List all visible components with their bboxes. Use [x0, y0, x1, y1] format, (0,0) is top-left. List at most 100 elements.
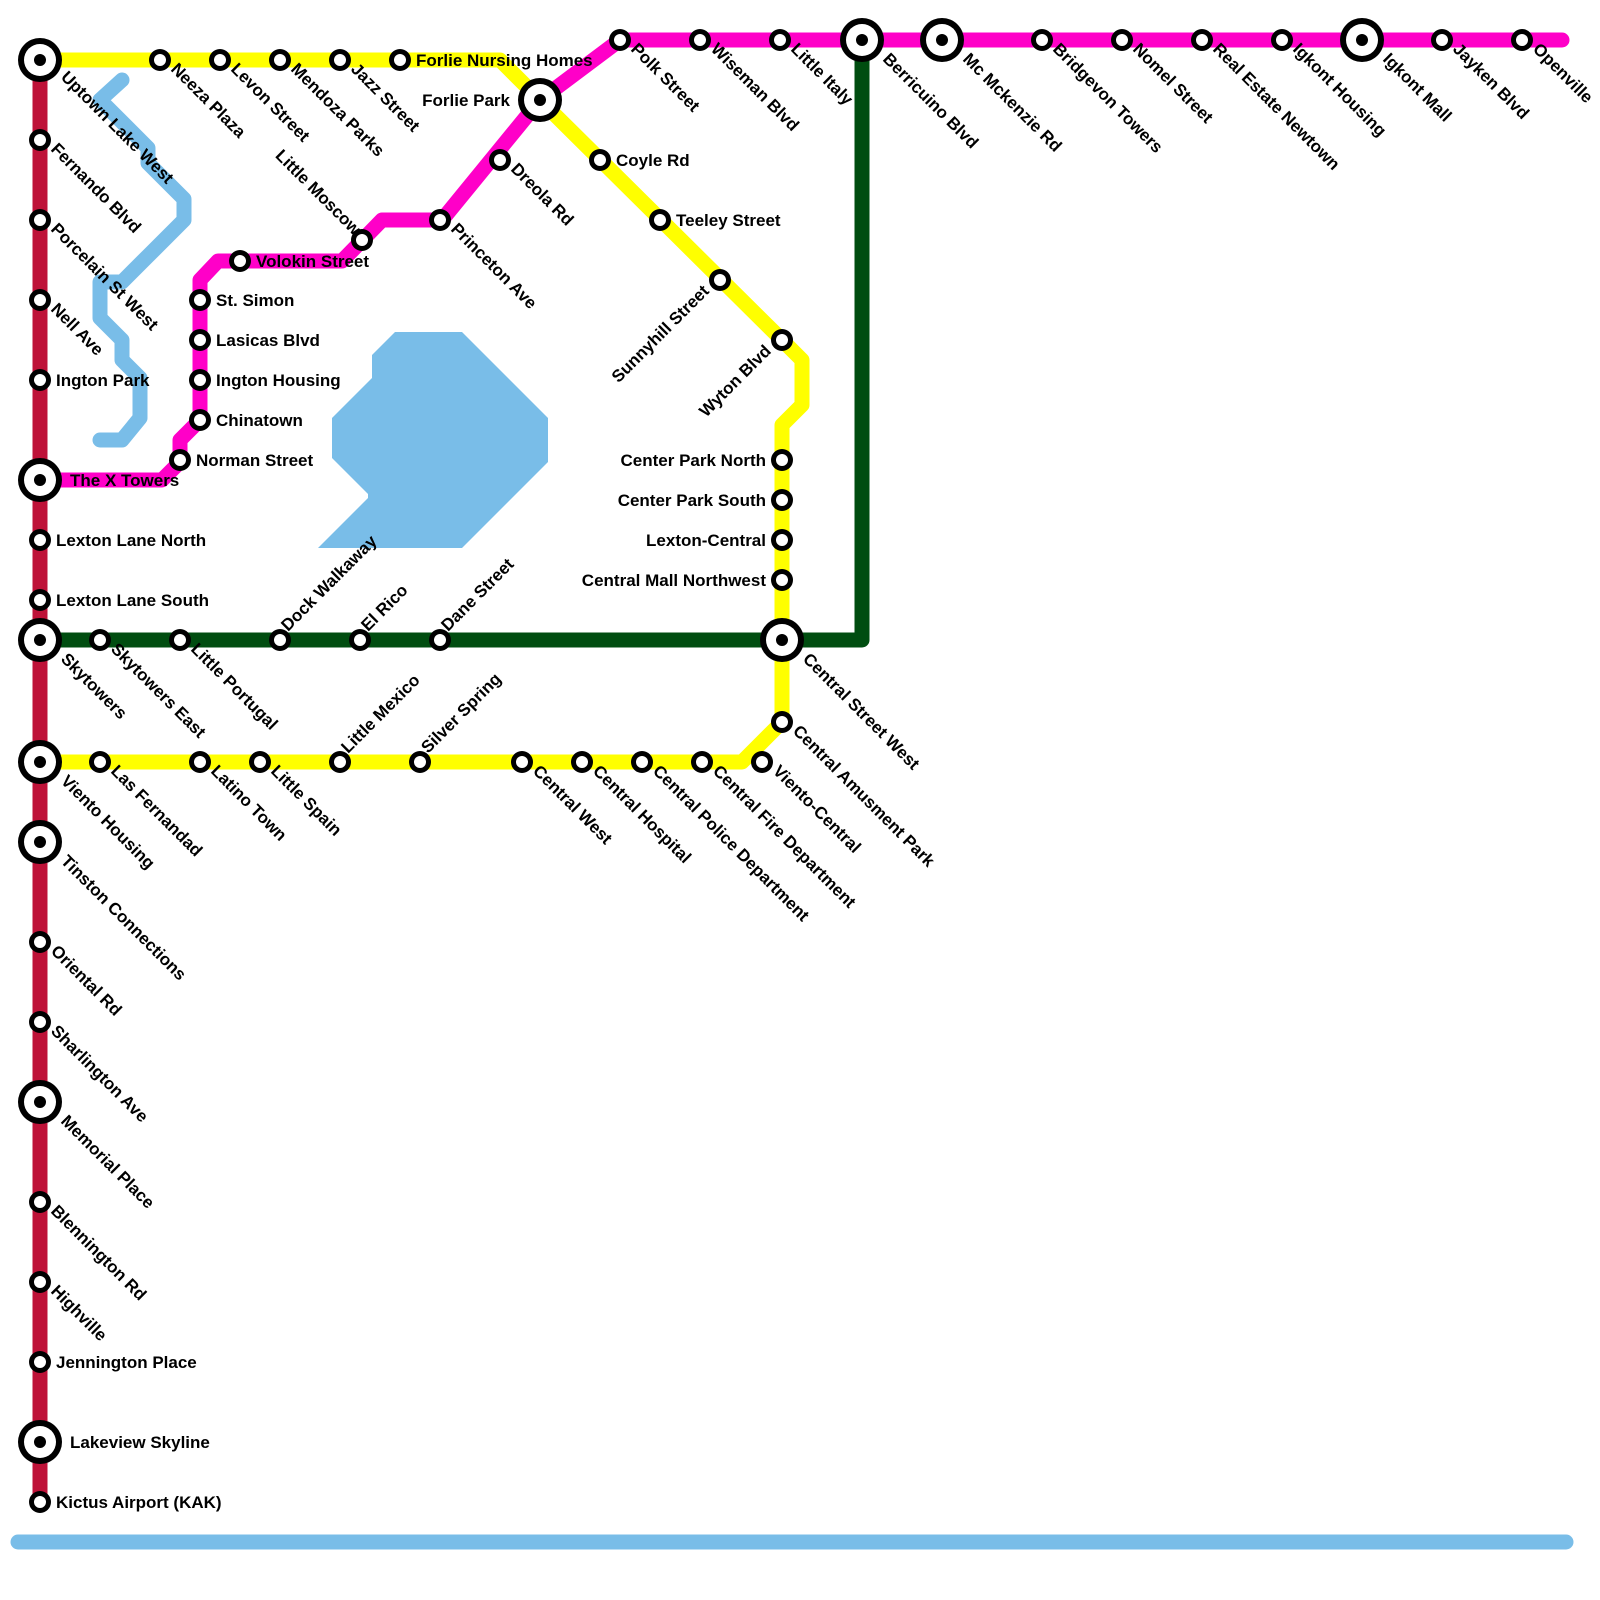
- station-ington-housing[interactable]: [189, 369, 211, 391]
- station-little-moscow[interactable]: [351, 229, 373, 251]
- station-forlie-park[interactable]: [518, 78, 562, 122]
- station-dock-walkaway[interactable]: [269, 629, 291, 651]
- station-volokin-street[interactable]: [229, 250, 251, 272]
- station-center-park-north[interactable]: [771, 449, 793, 471]
- station-little-mexico[interactable]: [329, 751, 351, 773]
- station-coyle-rd[interactable]: [589, 149, 611, 171]
- station-label: Wyton Blvd: [695, 341, 774, 420]
- station-marker-inner: [34, 1196, 46, 1208]
- station-label: Polk Street: [627, 39, 703, 115]
- station-lakeview-skyline[interactable]: [18, 1420, 62, 1464]
- station-central-amusment-park[interactable]: [771, 711, 793, 733]
- station-jazz-street[interactable]: [329, 49, 351, 71]
- station-igkont-housing[interactable]: [1271, 29, 1293, 51]
- station-dane-street[interactable]: [429, 629, 451, 651]
- station-central-street-west[interactable]: [760, 618, 804, 662]
- station-central-fire-department[interactable]: [691, 751, 713, 773]
- station-marker-inner: [1436, 34, 1448, 46]
- station-fernando-blvd[interactable]: [29, 129, 51, 151]
- station-latino-town[interactable]: [189, 751, 211, 773]
- river: [92, 72, 192, 448]
- station-lexton-lane-south[interactable]: [29, 589, 51, 611]
- station-label: Coyle Rd: [616, 151, 690, 170]
- station-wiseman-blvd[interactable]: [689, 29, 711, 51]
- station-real-estate-newtown[interactable]: [1191, 29, 1213, 51]
- station-label: Lasicas Blvd: [216, 331, 320, 350]
- station-mc-mckenzie-rd[interactable]: [920, 18, 964, 62]
- station-viento-central[interactable]: [751, 751, 773, 773]
- station-chinatown[interactable]: [189, 409, 211, 431]
- station-marker-inner: [274, 54, 286, 66]
- station-little-italy[interactable]: [769, 29, 791, 51]
- interchange-dot: [776, 634, 788, 646]
- station-berricuino-blvd[interactable]: [840, 18, 884, 62]
- station-forlie-nursing-homes[interactable]: [389, 49, 411, 71]
- station-skytowers[interactable]: [18, 618, 62, 662]
- station-openville[interactable]: [1511, 29, 1533, 51]
- station-uptown-lake-west[interactable]: [18, 38, 62, 82]
- station-marker-inner: [356, 234, 368, 246]
- station-label: Volokin Street: [256, 252, 369, 271]
- station-wyton-blvd[interactable]: [771, 329, 793, 351]
- station-lasicas-blvd[interactable]: [189, 329, 211, 351]
- station-princeton-ave[interactable]: [429, 209, 451, 231]
- station-teeley-street[interactable]: [649, 209, 671, 231]
- station-st-simon[interactable]: [189, 289, 211, 311]
- station-bridgevon-towers[interactable]: [1031, 29, 1053, 51]
- station-central-hospital[interactable]: [571, 751, 593, 773]
- station-nomel-street[interactable]: [1111, 29, 1133, 51]
- station-las-fernandad[interactable]: [89, 751, 111, 773]
- station-norman-street[interactable]: [169, 449, 191, 471]
- station-skytowers-east[interactable]: [89, 629, 111, 651]
- station-little-spain[interactable]: [249, 751, 271, 773]
- station-oriental-rd[interactable]: [29, 931, 51, 953]
- station-marker-inner: [516, 756, 528, 768]
- station-igkont-mall[interactable]: [1340, 18, 1384, 62]
- station-polk-street[interactable]: [609, 29, 631, 51]
- station-memorial-place[interactable]: [18, 1080, 62, 1124]
- station-label: St. Simon: [216, 291, 294, 310]
- station-porcelain-st-west[interactable]: [29, 209, 51, 231]
- station-marker-inner: [194, 374, 206, 386]
- station-nell-ave[interactable]: [29, 289, 51, 311]
- interchange-dot: [34, 1096, 46, 1108]
- station-marker-inner: [274, 634, 286, 646]
- station-center-park-south[interactable]: [771, 489, 793, 511]
- station-marker-inner: [34, 1276, 46, 1288]
- station-marker-inner: [214, 54, 226, 66]
- station-ington-park[interactable]: [29, 369, 51, 391]
- station-label: Sharlington Ave: [47, 1021, 152, 1126]
- station-central-mall-northwest[interactable]: [771, 569, 793, 591]
- station-central-west[interactable]: [511, 751, 533, 773]
- station-kictus-airport-kak[interactable]: [29, 1491, 51, 1513]
- station-sharlington-ave[interactable]: [29, 1011, 51, 1033]
- station-dreola-rd[interactable]: [489, 149, 511, 171]
- station-marker-inner: [1036, 34, 1048, 46]
- station-label: Center Park North: [621, 451, 766, 470]
- station-silver-spring[interactable]: [409, 751, 431, 773]
- station-marker-inner: [234, 255, 246, 267]
- station-el-rico[interactable]: [349, 629, 371, 651]
- station-lexton-central[interactable]: [771, 529, 793, 551]
- station-central-police-department[interactable]: [631, 751, 653, 773]
- station-little-portugal[interactable]: [169, 629, 191, 651]
- station-marker-inner: [34, 374, 46, 386]
- station-sunnyhill-street[interactable]: [709, 269, 731, 291]
- station-label: The X Towers: [70, 471, 179, 490]
- station-marker-inner: [576, 756, 588, 768]
- station-blennington-rd[interactable]: [29, 1191, 51, 1213]
- station-viento-housing[interactable]: [18, 740, 62, 784]
- station-mendoza-parks[interactable]: [269, 49, 291, 71]
- station-tinston-connections[interactable]: [18, 820, 62, 864]
- station-levon-street[interactable]: [209, 49, 231, 71]
- station-marker-inner: [334, 54, 346, 66]
- station-neeza-plaza[interactable]: [149, 49, 171, 71]
- station-the-x-towers[interactable]: [18, 458, 62, 502]
- station-marker-inner: [254, 756, 266, 768]
- station-jayken-blvd[interactable]: [1431, 29, 1453, 51]
- station-marker-inner: [494, 154, 506, 166]
- station-jennington-place[interactable]: [29, 1351, 51, 1373]
- station-lexton-lane-north[interactable]: [29, 529, 51, 551]
- station-highville[interactable]: [29, 1271, 51, 1293]
- station-marker-inner: [354, 634, 366, 646]
